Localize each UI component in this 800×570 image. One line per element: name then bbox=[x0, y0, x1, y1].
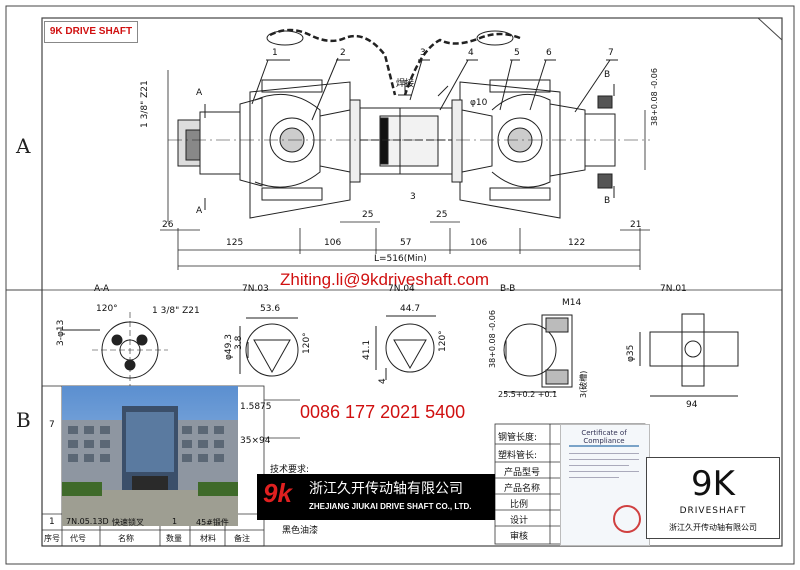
view-7n04 bbox=[375, 315, 436, 380]
banner-company-cn: 浙江久开传动轴有限公司 bbox=[309, 481, 463, 497]
dim-25-right: 25 bbox=[436, 210, 448, 220]
section-mark-b-top: B bbox=[604, 70, 611, 80]
label-review: 审核 bbox=[510, 532, 529, 542]
part-number-7: 7 bbox=[608, 48, 614, 58]
bom-row-name-1: 快速锁叉 bbox=[112, 518, 144, 527]
view-aa bbox=[60, 312, 168, 388]
view-bb-title: B-B bbox=[500, 284, 516, 294]
bom-header-material: 材料 bbox=[200, 534, 216, 543]
bom-header-name: 名称 bbox=[118, 534, 134, 543]
view-7n04-title: 7N.04 bbox=[388, 284, 415, 294]
view-7n03-title: 7N.03 bbox=[242, 284, 269, 294]
outer-border bbox=[5, 5, 795, 565]
view-7n01-len: 94 bbox=[686, 400, 698, 410]
banner-logo-mark: 9k bbox=[263, 478, 292, 508]
weld-label: 焊接 bbox=[396, 79, 415, 89]
black-oil-note: 黑色油漆 bbox=[282, 526, 319, 536]
dim-26: 26 bbox=[162, 220, 174, 230]
view-7n04-small: 4 bbox=[378, 378, 388, 384]
inner-border bbox=[41, 17, 783, 547]
view-7n04-height: 41.1 bbox=[362, 339, 372, 360]
phone-number: 0086 177 2021 5400 bbox=[300, 402, 466, 422]
logo-mark: 9K bbox=[691, 464, 735, 504]
view-7n03-angle: 120° bbox=[302, 332, 312, 354]
view-bb bbox=[503, 314, 573, 393]
section-mark-a-bottom: A bbox=[196, 206, 203, 216]
dim-57: 57 bbox=[400, 238, 412, 248]
view-7n03-small: 3.8 bbox=[234, 335, 244, 350]
section-mark-a-top: A bbox=[196, 88, 203, 98]
phi10-label: φ10 bbox=[470, 98, 488, 108]
bom-row-mat-1: 45#锻件 bbox=[196, 518, 229, 527]
view-7n03 bbox=[239, 317, 299, 377]
banner-company-en: ZHEJIANG JIUKAI DRIVE SHAFT CO., LTD. bbox=[309, 502, 472, 511]
logo-text: DRIVESHAFT bbox=[679, 506, 747, 516]
dim-3: 3 bbox=[410, 192, 416, 202]
view-7n04-angle: 120° bbox=[438, 330, 448, 352]
dim-106-left: 106 bbox=[324, 238, 342, 248]
company-banner: 9k 浙江久开传动轴有限公司 ZHEJIANG JIUKAI DRIVE SHA… bbox=[257, 474, 495, 520]
zone-a-label: A bbox=[16, 134, 31, 158]
view-7n03-width: 53.6 bbox=[260, 304, 281, 314]
dim-25-left: 25 bbox=[362, 210, 374, 220]
company-logo: 9K DRIVESHAFT 浙江久开传动轴有限公司 bbox=[646, 457, 780, 539]
label-product-name: 产品名称 bbox=[504, 484, 541, 494]
view-7n04-width: 44.7 bbox=[400, 304, 421, 314]
dim-38-tol: 38+0.08 -0.06 bbox=[650, 68, 659, 126]
view-aa-title: A-A bbox=[94, 284, 110, 294]
bom-row-no-7: 7 bbox=[49, 420, 55, 430]
view-bb-tol: 38+0.08 -0.06 bbox=[488, 310, 497, 368]
view-7n01 bbox=[639, 313, 739, 397]
table-fragment-1: 1.5875 bbox=[240, 402, 272, 412]
dim-125: 125 bbox=[226, 238, 244, 248]
view-7n03-height: φ49.3 bbox=[224, 334, 234, 360]
view-aa-holes: 3-φ13 bbox=[56, 319, 66, 346]
dim-122: 122 bbox=[568, 238, 586, 248]
label-product-model: 产品型号 bbox=[504, 468, 541, 478]
bom-row-no-1: 1 bbox=[49, 517, 55, 527]
part-number-2: 2 bbox=[340, 48, 346, 58]
label-design: 设计 bbox=[510, 516, 529, 526]
cert-title: Certificate of Compliance bbox=[581, 429, 627, 445]
dim-106-right: 106 bbox=[470, 238, 488, 248]
dim-21: 21 bbox=[630, 220, 642, 230]
bom-header-note: 备注 bbox=[234, 534, 250, 543]
thread-spec-vertical: 1 3/8" Z21 bbox=[140, 80, 150, 128]
view-7n01-dia: φ35 bbox=[626, 344, 636, 362]
bom-row-qty-1: 1 bbox=[172, 517, 178, 526]
label-plastic-tube-length: 塑料管长: bbox=[498, 451, 538, 461]
bom-header-code: 代号 bbox=[70, 534, 86, 543]
view-bb-bolt: M14 bbox=[562, 298, 582, 308]
label-steel-tube-length: 钢管长度: bbox=[498, 433, 538, 443]
part-number-1: 1 bbox=[272, 48, 278, 58]
bom-row-code-1: 7N.05.13D bbox=[66, 517, 109, 526]
tech-requirements: 技术要求: bbox=[270, 465, 310, 475]
label-scale: 比例 bbox=[510, 500, 529, 510]
part-number-5: 5 bbox=[514, 48, 520, 58]
zone-b-label: B bbox=[16, 408, 31, 432]
watermark-email: Zhiting.li@9kdriveshaft.com bbox=[280, 270, 490, 289]
table-fragment-2: 35×94 bbox=[240, 436, 271, 446]
factory-photo bbox=[62, 386, 238, 526]
logo-company-cn: 浙江久开传动轴有限公司 bbox=[669, 523, 757, 532]
view-aa-angle: 120° bbox=[96, 304, 118, 314]
main-shaft-drawing bbox=[168, 28, 650, 219]
part-number-3: 3 bbox=[420, 48, 426, 58]
bom-header-no: 序号 bbox=[44, 534, 60, 543]
view-7n01-title: 7N.01 bbox=[660, 284, 687, 294]
part-number-4: 4 bbox=[468, 48, 474, 58]
compliance-certificate: Certificate of Compliance bbox=[560, 424, 650, 546]
view-bb-slot: 25.5+0.2 +0.1 bbox=[498, 390, 558, 399]
section-mark-b-bottom: B bbox=[604, 196, 611, 206]
bom-header-qty: 数量 bbox=[166, 534, 182, 543]
dimension-lines bbox=[160, 70, 650, 270]
view-aa-thread: 1 3/8" Z21 bbox=[152, 306, 200, 316]
view-bb-note: 3(破槽) bbox=[579, 370, 588, 398]
brand-tag: 9K DRIVE SHAFT bbox=[44, 21, 138, 43]
part-number-6: 6 bbox=[546, 48, 552, 58]
overall-length: L=516(Min) bbox=[374, 254, 427, 264]
